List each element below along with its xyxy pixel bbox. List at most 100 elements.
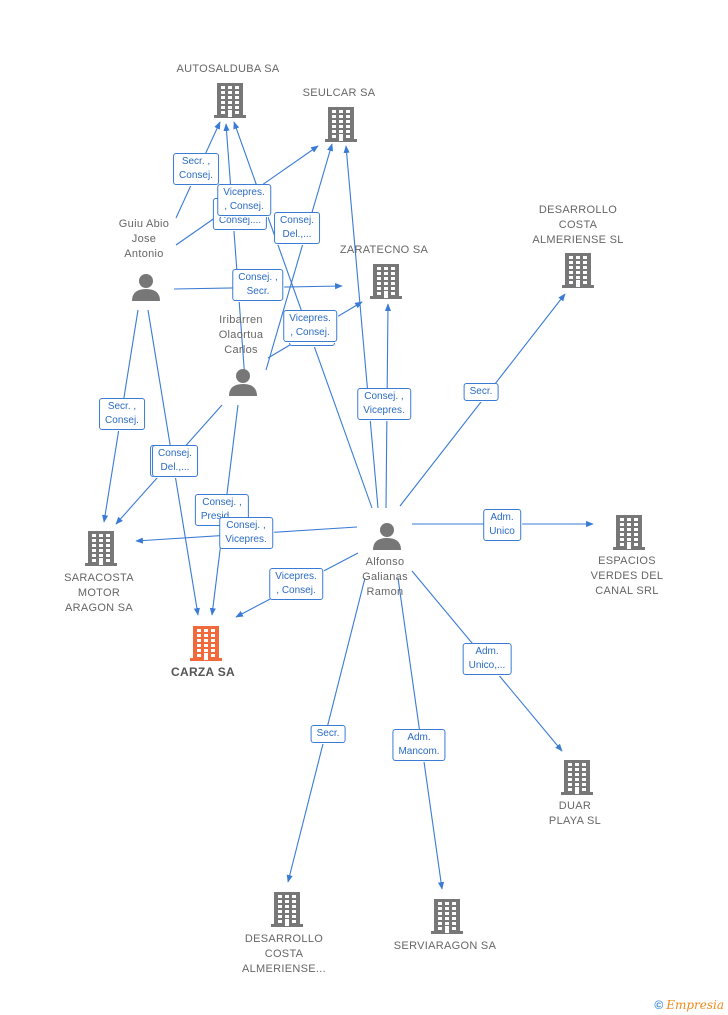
carza-building-icon <box>190 626 222 661</box>
edge-role-badge-alfonso-desarrollo1[interactable]: Secr. <box>463 383 499 401</box>
node-label-duar[interactable]: DUAR PLAYA SL <box>549 799 601 829</box>
node-label-line: CANAL SRL <box>595 585 659 597</box>
edge-role-badge-iribarren-seulcar[interactable]: Consej. Del.,... <box>274 212 320 244</box>
badge-line: Vicepres. <box>363 405 405 416</box>
node-label-line: Ramon <box>366 586 404 598</box>
node-label-line: SARACOSTA <box>64 572 134 584</box>
node-label-line: AUTOSALDUBA SA <box>176 63 280 75</box>
brand-name: Empresia <box>666 998 724 1012</box>
seulcar-building-icon <box>325 107 357 142</box>
badge-line: Presid. ... <box>200 511 243 522</box>
node-label-line: ZARATECNO SA <box>339 244 429 256</box>
badge-line: Consej. , <box>226 520 266 531</box>
badge-line: Secr. <box>469 386 493 397</box>
edge-alfonso-seulcar <box>343 145 379 509</box>
node-label-line: DUAR <box>558 800 592 812</box>
node-label-line: ALMERIENSE... <box>242 963 326 975</box>
edge-role-badge-alfonso-desarrollo2[interactable]: Secr. <box>310 725 346 743</box>
badge-line: Del.,... <box>282 229 312 240</box>
node-label-line: PLAYA SL <box>548 815 602 827</box>
badge-line: Vicepres. <box>289 313 331 324</box>
edge-role-badge-alfonso-seulcar[interactable]: Vicepres. , Consej. <box>283 310 337 342</box>
node-label-line: CARZA SA <box>171 665 235 679</box>
badge-line: , Consej. <box>290 327 330 338</box>
edge-role-badge-alfonso-carza[interactable]: Vicepres. , Consej. <box>269 568 323 600</box>
edge-role-badge-alfonso-saracosta[interactable]: Consej. , Vicepres. <box>219 517 273 549</box>
node-label-desarrollo1[interactable]: DESARROLLO COSTA ALMERIENSE SL <box>532 203 623 248</box>
edge-role-badge-alfonso-autosalduba[interactable]: Vicepres., Consej. <box>217 184 271 216</box>
edge-role-badge-alfonso-espacios[interactable]: Adm.Unico <box>483 509 521 541</box>
edge-role-badge-iribarren-carza[interactable]: Consej. Del.,... <box>152 445 198 477</box>
espacios-building-icon <box>613 515 645 550</box>
node-label-zaratecno[interactable]: ZARATECNO SA <box>340 243 428 258</box>
badge-line: Adm. <box>475 646 499 657</box>
node-label-line: SERVIARAGON SA <box>393 940 497 952</box>
node-label-line: ARAGON SA <box>64 602 134 614</box>
node-label-line: DESARROLLO <box>538 204 618 216</box>
badge-line: , Consej. <box>276 585 316 596</box>
edge-role-badge-guiu-saracosta[interactable]: Secr. , Consej. <box>99 398 145 430</box>
badge-line: Consej. <box>105 415 139 426</box>
iribarren-person-icon <box>229 369 257 396</box>
badge-line: Consej. <box>179 170 213 181</box>
node-label-line: Jose <box>131 233 157 245</box>
autosalduba-building-icon <box>214 83 246 118</box>
edge-iribarren-seulcar <box>265 143 334 371</box>
node-label-line: Carlos <box>224 344 258 356</box>
badge-line: Vicepres. <box>275 571 317 582</box>
node-label-line: Guiu Abio <box>118 218 170 230</box>
edge-role-badge-guiu-autosalduba[interactable]: Secr. , Consej. <box>173 153 219 185</box>
node-label-line: Olaortua <box>218 329 264 341</box>
node-label-line: Antonio <box>124 248 164 260</box>
badge-line: Consej. , <box>202 497 242 508</box>
node-label-line: VERDES DEL <box>590 570 664 582</box>
serviaragon-building-icon <box>431 899 463 934</box>
node-label-line: COSTA <box>558 219 598 231</box>
badge-line: Adm. <box>490 512 514 523</box>
node-label-line: SEULCAR SA <box>302 87 376 99</box>
badge-line: Del.,... <box>160 462 190 473</box>
badge-line: Vicepres. <box>225 534 267 545</box>
node-label-line: Iribarren <box>219 314 263 326</box>
badge-line: Consej. <box>280 215 314 226</box>
edge-role-badge-alfonso-duar[interactable]: Adm. Unico,... <box>462 643 512 675</box>
footer-brand: ©Empresia <box>654 998 724 1012</box>
saracosta-building-icon <box>85 531 117 566</box>
badge-line: Secr. , <box>107 401 137 412</box>
badge-line: Secr. <box>316 728 340 739</box>
node-label-serviaragon[interactable]: SERVIARAGON SA <box>394 939 496 954</box>
desarrollo1-building-icon <box>562 253 594 288</box>
node-label-saracosta[interactable]: SARACOSTA MOTOR ARAGON SA <box>64 571 134 616</box>
badge-line: Unico,... <box>468 660 506 671</box>
copyright-symbol: © <box>654 998 664 1012</box>
badge-line: Consej. <box>158 448 192 459</box>
node-label-line: MOTOR <box>77 587 121 599</box>
edge-role-badge-alfonso-zaratecno[interactable]: Consej. , Vicepres. <box>357 388 411 420</box>
alfonso-person-icon <box>373 523 401 550</box>
badge-line: Secr. , <box>181 156 211 167</box>
edge-iribarren-autosalduba <box>223 123 246 381</box>
guiu-person-icon <box>132 274 160 301</box>
node-label-line: Galianas <box>362 571 408 583</box>
node-label-line: ALMERIENSE SL <box>532 234 624 246</box>
node-label-line: COSTA <box>264 948 304 960</box>
badge-line: Adm. <box>407 732 431 743</box>
node-label-autosalduba[interactable]: AUTOSALDUBA SA <box>176 62 279 77</box>
badge-line: Consej.... <box>218 215 262 226</box>
zaratecno-building-icon <box>370 264 402 299</box>
badge-line: Secr. <box>246 286 270 297</box>
edge-role-badge-alfonso-serviaragon[interactable]: Adm. Mancom. <box>392 729 446 761</box>
node-label-seulcar[interactable]: SEULCAR SA <box>303 86 376 101</box>
duar-building-icon <box>561 760 593 795</box>
badge-line: Consej. , <box>364 391 404 402</box>
node-label-carza[interactable]: CARZA SA <box>171 665 235 680</box>
edge-role-badge-guiu-zaratecno[interactable]: Consej. ,Secr. <box>232 269 284 301</box>
badge-line: Mancom. <box>398 746 440 757</box>
badge-line: , Consej. <box>224 201 264 212</box>
